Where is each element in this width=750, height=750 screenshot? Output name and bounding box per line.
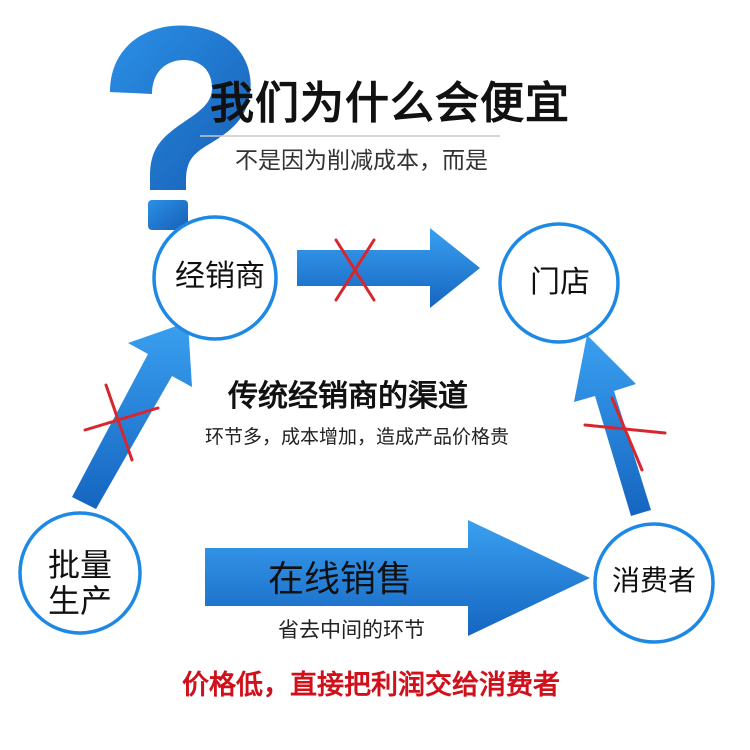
cross-mark-icon	[83, 383, 160, 462]
node-dealer-circle	[152, 215, 278, 341]
cross-mark-icon	[334, 238, 376, 302]
cross-mark-icon	[583, 396, 667, 472]
node-consumer-label: 消费者	[611, 564, 696, 597]
bottom-slogan: 价格低，直接把利润交给消费者	[182, 670, 560, 701]
arrow-dealer-to-store	[297, 228, 480, 308]
node-dealer-label: 经销商	[175, 259, 265, 294]
node-batch-production-label: 批量生产	[47, 546, 112, 620]
node-store-label: 门店	[530, 265, 590, 300]
node-batch-production-circle	[18, 511, 142, 635]
arrow-online-sales	[205, 520, 590, 636]
online-sales-title: 在线销售	[268, 559, 413, 600]
online-sales-description: 省去中间的环节	[278, 618, 425, 642]
page-title: 我们为什么会便宜	[210, 78, 570, 129]
traditional-channel-title: 传统经销商的渠道	[228, 379, 468, 414]
question-dot	[148, 200, 188, 230]
traditional-channel-description: 环节多，成本增加，造成产品价格贵	[205, 426, 510, 448]
arrow-consumer-to-store	[574, 335, 651, 516]
node-consumer-circle	[593, 522, 715, 644]
node-store-circle	[498, 222, 620, 344]
question-mark-icon	[110, 25, 251, 230]
page-subtitle: 不是因为削减成本，而是	[235, 148, 488, 174]
